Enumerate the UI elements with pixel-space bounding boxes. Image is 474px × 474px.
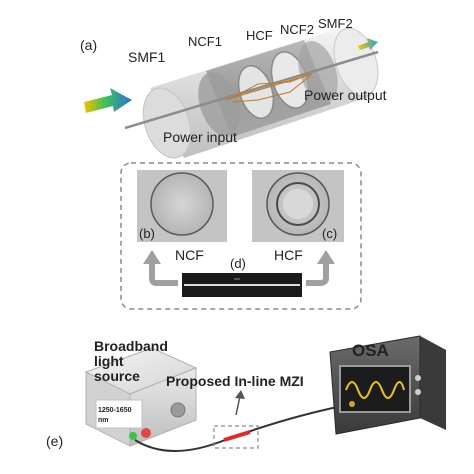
arrow-to-c [306,250,335,286]
osa-input-port [349,401,355,407]
label-hcf: HCF [246,28,273,43]
label-ncf: NCF [175,247,204,263]
label-power-input: Power input [163,129,237,145]
red-led [141,428,151,438]
panel-a: (a) SMF1 NCF1 HCF NCF2 SMF2 Power input … [80,16,387,159]
source-title-line2: light [94,353,124,369]
mzi-label: Proposed In-line MZI [166,373,304,389]
label-smf2: SMF2 [318,16,353,31]
mzi-segment [223,430,251,442]
label-smf1: SMF1 [128,49,166,65]
label-ncf2: NCF2 [280,22,314,37]
fiber-cylinder [124,27,379,159]
panel-a-tag: (a) [80,37,97,53]
dashed-border [120,162,362,310]
panel-c-micrograph: (c) [252,170,344,242]
label-power-output: Power output [304,87,387,103]
osa-instrument [329,335,446,435]
mzi-pointer [235,395,241,416]
mzi-dashed-box [213,425,259,449]
osa-label: OSA [352,341,389,360]
osa-waveform [345,381,405,399]
source-knob [170,402,186,418]
panel-e: Broadband light source 1250-1650 nm Prop… [46,335,446,452]
wavelength-unit: nm [98,417,109,424]
label-hcf-d: HCF [274,247,303,263]
panel-e-tag: (e) [46,433,63,449]
panel-c-tag: (c) [322,226,337,241]
panel-d-tag: (d) [230,256,246,271]
osa-knob-1 [415,375,421,381]
wavelength-range: 1250-1650 [98,407,132,414]
wavelength-display [95,399,143,429]
light-source-box [84,347,198,447]
panel-d-sideview: (d) NCF HCF [175,247,303,297]
source-title-line1: Broadband [94,338,168,354]
output-arrow [358,38,378,50]
osa-knob-2 [415,389,421,395]
label-ncf1: NCF1 [188,34,222,49]
panel-b-tag: (b) [139,226,155,241]
input-arrow [84,88,132,113]
source-title-line3: source [94,368,140,384]
green-led [129,432,137,440]
cross-section-panel: (b) (c) (d) NCF HCF [120,162,362,310]
arrow-to-b [143,250,178,286]
panel-b-micrograph: (b) [137,170,227,242]
